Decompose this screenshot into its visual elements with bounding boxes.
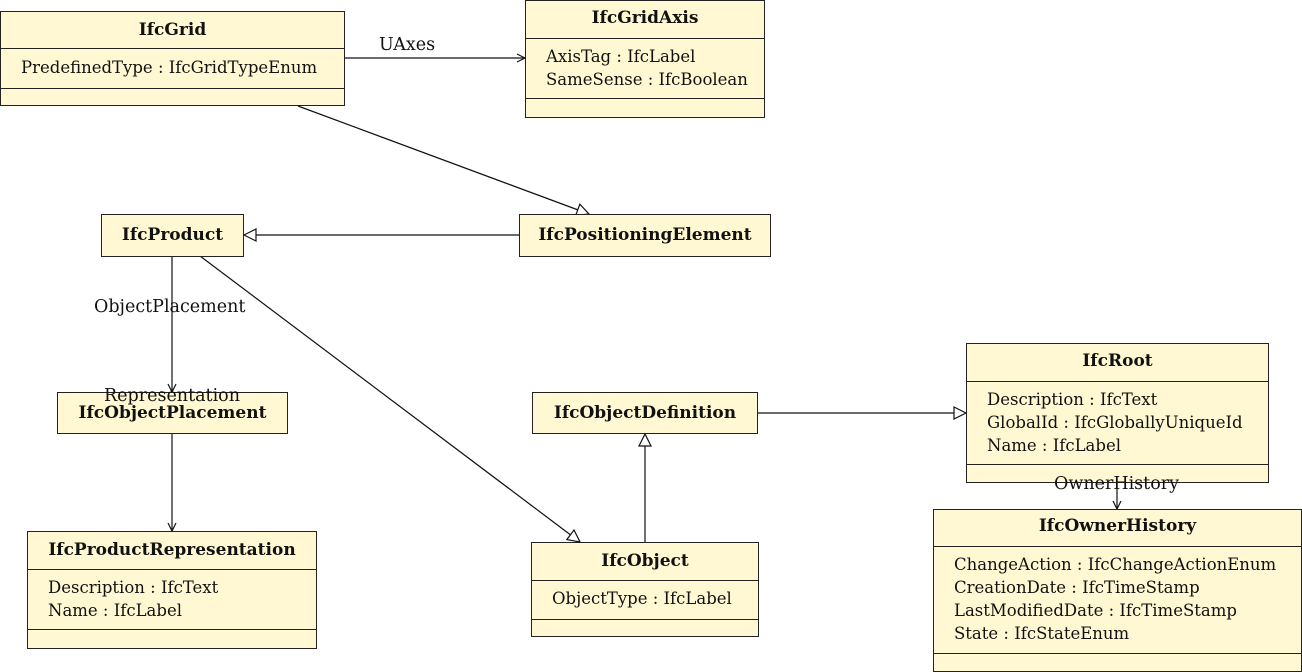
attribute-compartment: Description : IfcText GlobalId : IfcGlob… — [967, 381, 1268, 464]
class-ifcroot: IfcRoot Description : IfcText GlobalId :… — [966, 343, 1269, 483]
class-name: IfcProduct — [121, 225, 224, 245]
attribute: PredefinedType : IfcGridTypeEnum — [21, 58, 318, 77]
grid-generalization — [297, 105, 589, 214]
class-ifcproduct: IfcProduct — [101, 214, 244, 257]
attribute: LastModifiedDate : IfcTimeStamp — [954, 601, 1237, 620]
class-name: IfcGridAxis — [591, 8, 699, 28]
class-ifcgrid: IfcGrid PredefinedType : IfcGridTypeEnum — [0, 11, 345, 106]
attribute-compartment: PredefinedType : IfcGridTypeEnum — [1, 48, 344, 88]
attribute: SameSense : IfcBoolean — [546, 70, 748, 89]
class-name: IfcOwnerHistory — [1038, 516, 1197, 536]
attribute-compartment: ChangeAction : IfcChangeActionEnum Creat… — [934, 546, 1301, 653]
class-ifcobjectdefinition: IfcObjectDefinition — [532, 392, 758, 434]
operation-compartment — [532, 619, 758, 636]
attribute: Name : IfcLabel — [987, 436, 1121, 455]
attribute: Name : IfcLabel — [48, 601, 182, 620]
operation-compartment — [526, 98, 764, 117]
class-ifcobject: IfcObject ObjectType : IfcLabel — [531, 542, 759, 637]
class-name: IfcGrid — [138, 20, 207, 40]
attribute: Description : IfcText — [48, 578, 219, 597]
operation-compartment — [967, 464, 1268, 482]
attribute-compartment: Description : IfcText Name : IfcLabel — [28, 569, 316, 629]
attribute: AxisTag : IfcLabel — [546, 47, 696, 66]
class-name: IfcPositioningElement — [538, 225, 752, 245]
attribute: CreationDate : IfcTimeStamp — [954, 578, 1200, 597]
class-name: IfcObject — [601, 551, 689, 571]
operation-compartment — [1, 88, 344, 105]
uaxes-label: UAxes — [379, 35, 436, 55]
class-name: IfcRoot — [1082, 351, 1153, 371]
operation-compartment — [934, 653, 1301, 671]
class-name: IfcObjectPlacement — [78, 403, 267, 423]
attribute-compartment: AxisTag : IfcLabel SameSense : IfcBoolea… — [526, 38, 764, 98]
class-ifcpositioningelement: IfcPositioningElement — [519, 214, 771, 257]
class-ifcobjectplacement: IfcObjectPlacement — [57, 392, 288, 434]
owner-history-label: OwnerHistory — [1054, 474, 1179, 494]
class-ifcgridaxis: IfcGridAxis AxisTag : IfcLabel SameSense… — [525, 0, 765, 118]
class-name: IfcProductRepresentation — [48, 540, 296, 560]
class-ifcproductrepresentation: IfcProductRepresentation Description : I… — [27, 531, 317, 649]
attribute: Description : IfcText — [987, 390, 1158, 409]
attribute-compartment: ObjectType : IfcLabel — [532, 580, 758, 619]
attribute: GlobalId : IfcGloballyUniqueId — [987, 413, 1243, 432]
object-placement-label: ObjectPlacement — [94, 297, 246, 317]
attribute: ChangeAction : IfcChangeActionEnum — [954, 555, 1277, 574]
class-ifcownerhistory: IfcOwnerHistory ChangeAction : IfcChange… — [933, 509, 1302, 672]
product-generalization — [199, 255, 580, 542]
representation-label: Representation — [104, 386, 240, 406]
attribute: ObjectType : IfcLabel — [552, 589, 732, 608]
class-name: IfcObjectDefinition — [553, 403, 737, 423]
attribute: State : IfcStateEnum — [954, 624, 1130, 643]
operation-compartment — [28, 629, 316, 648]
